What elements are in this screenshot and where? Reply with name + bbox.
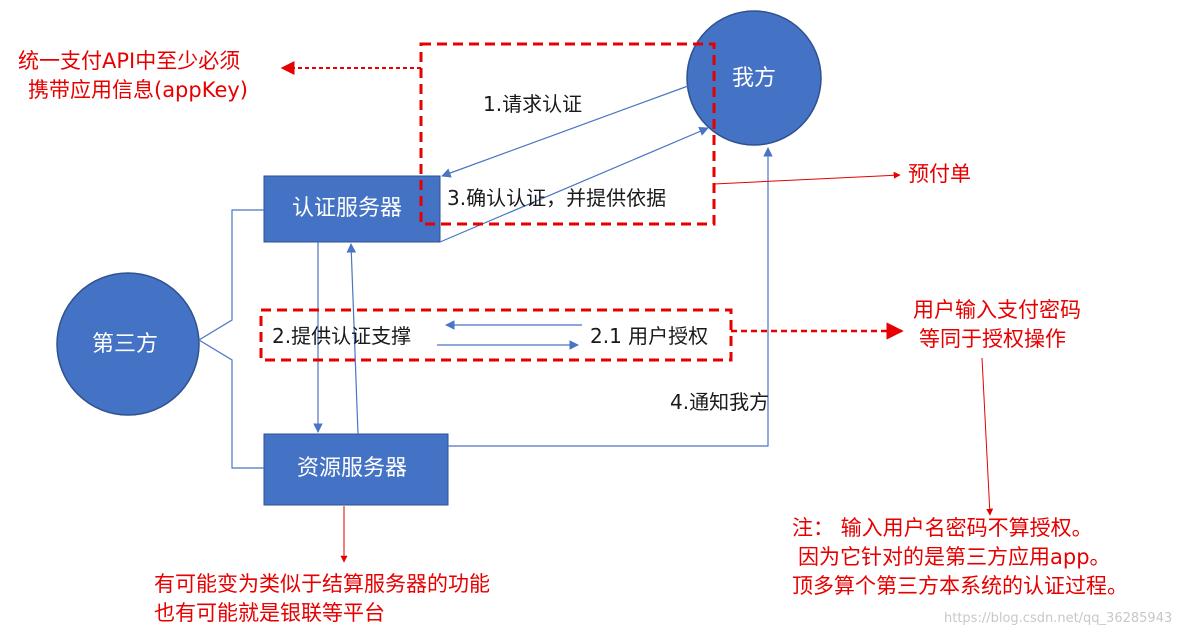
password-note-line1: 用户输入支付密码 <box>913 298 1081 322</box>
explain-note-line3: 顶多算个第三方本系统的认证过程。 <box>792 574 1128 598</box>
arrow-prepay-note <box>713 171 901 185</box>
node-auth-server-label: 认证服务器 <box>292 196 403 221</box>
password-note-line2: 等同于授权操作 <box>919 327 1066 351</box>
resource-note-line2: 也有可能就是银联等平台 <box>154 601 385 625</box>
node-auth-server-rect <box>263 175 441 243</box>
step1-label: 1.请求认证 <box>483 92 583 116</box>
brace-to-resource-server <box>198 339 264 469</box>
prepay-note: 预付单 <box>908 162 971 186</box>
resource-note-line1: 有可能变为类似于结算服务器的功能 <box>154 572 490 596</box>
arrow-resource-to-auth <box>346 243 359 435</box>
appkey-note-line1: 统一支付API中至少必须 <box>18 49 241 73</box>
arrow-step1 <box>441 85 689 178</box>
arrow-step3 <box>439 126 709 243</box>
step2-label: 2.提供认证支撑 <box>272 324 412 348</box>
node-us-circle <box>686 10 822 146</box>
node-resource-server-label: 资源服务器 <box>297 456 408 481</box>
brace-to-auth-server <box>198 209 264 341</box>
node-third-party-circle <box>56 272 200 416</box>
appkey-note-line2: 携带应用信息(appKey) <box>28 78 248 102</box>
node-resource-server-rect <box>263 433 449 506</box>
arrow-step4 <box>448 147 773 447</box>
dashed-box-authorization <box>259 308 733 362</box>
explain-note-line2: 因为它针对的是第三方应用app。 <box>798 545 1111 569</box>
arrow-note-explain <box>981 357 994 516</box>
step3-label: 3.确认认证，并提供依据 <box>447 186 667 210</box>
dashed-box-auth <box>419 42 716 226</box>
step2-1-label: 2.1 用户授权 <box>590 324 709 348</box>
node-us-label: 我方 <box>732 66 777 91</box>
explain-note-line1: 注： 输入用户名密码不算授权。 <box>792 516 1093 540</box>
step4-label: 4.通知我方 <box>670 390 770 414</box>
node-third-party-label: 第三方 <box>92 332 159 357</box>
watermark: https://blog.csdn.net/qq_36285943 <box>944 611 1173 626</box>
